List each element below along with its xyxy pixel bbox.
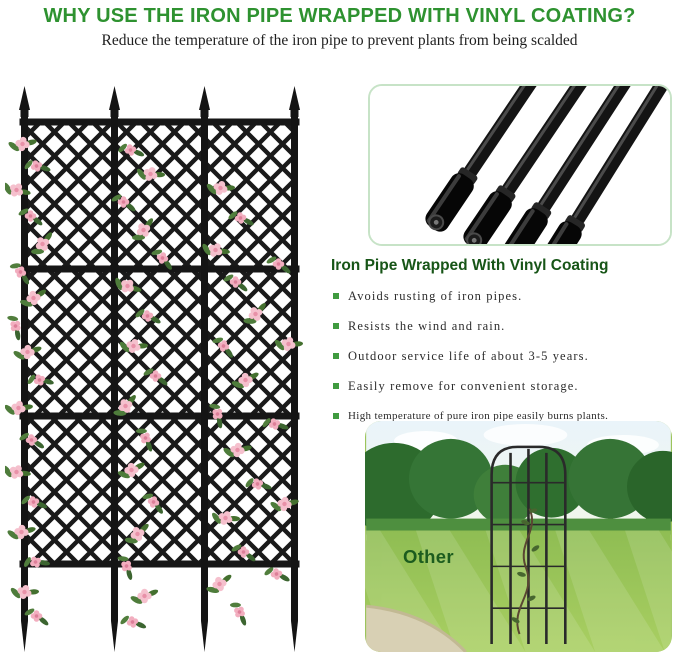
trellis-product-image [5,84,353,655]
bullet-square-icon [333,413,339,419]
other-label: Other [403,546,454,567]
page-subtitle: Reduce the temperature of the iron pipe … [101,32,578,49]
feature-bullet: Easily remove for convenient storage. [333,378,679,395]
vinyl-coated-pipes-image [370,86,670,244]
feature-bullet: Avoids rusting of iron pipes. [333,288,679,305]
bullet-text: Avoids rusting of iron pipes. [348,289,523,303]
note-text: High temperature of pure iron pipe easil… [348,410,609,422]
wire-trellis [490,445,567,645]
other-trellis-photo: Other [365,421,672,652]
bullet-square-icon [333,323,339,329]
bullet-text: Outdoor service life of about 3-5 years. [348,349,589,363]
trellis-illustration [5,86,305,652]
feature-note: High temperature of pure iron pipe easil… [333,408,679,425]
bullet-square-icon [333,383,339,389]
pipes-photo-frame [368,84,672,246]
bullet-text: Easily remove for convenient storage. [348,379,579,393]
garden-scene-image [365,421,672,652]
bullet-square-icon [333,353,339,359]
feature-bullet: Resists the wind and rain. [333,318,679,335]
bullet-square-icon [333,293,339,299]
feature-bullet: Outdoor service life of about 3-5 years. [333,348,679,365]
feature-bullet-list: Avoids rusting of iron pipes. Resists th… [333,288,679,438]
feature-heading: Iron Pipe Wrapped With Vinyl Coating [331,257,609,274]
page-title: WHY USE THE IRON PIPE WRAPPED WITH VINYL… [43,5,636,27]
bullet-text: Resists the wind and rain. [348,319,506,333]
